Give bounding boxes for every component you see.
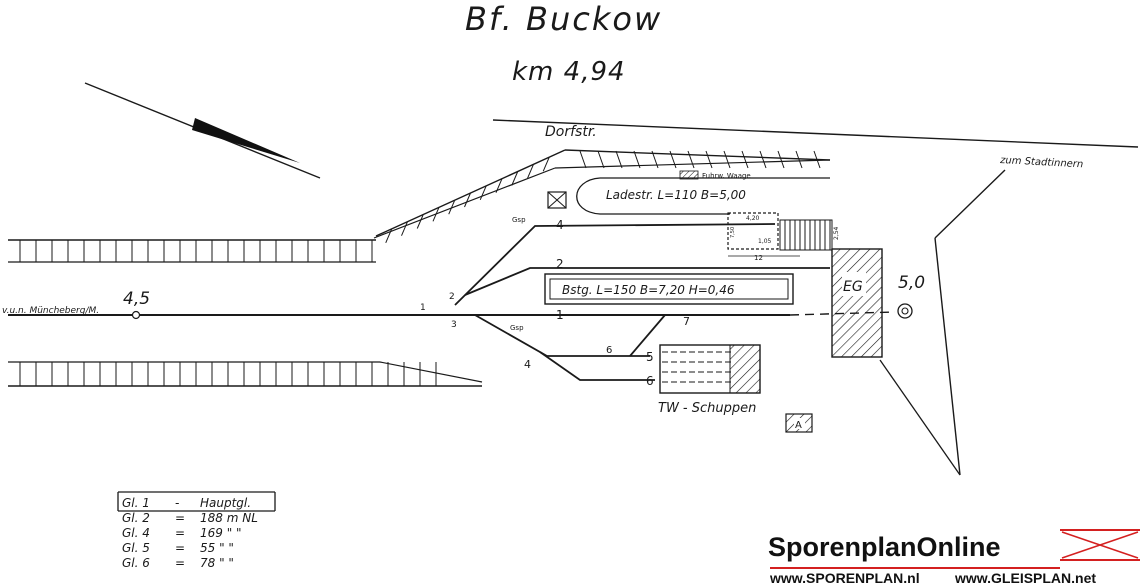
table-cell-value: 188 m NL	[200, 511, 258, 525]
gsp-label-lower: Gsp	[510, 324, 524, 332]
table-cell-sep: =	[175, 541, 185, 555]
track-number-2: 2	[556, 257, 564, 271]
direction-label: v.u.n. Müncheberg/M.	[2, 306, 99, 316]
dorfstr-road: Dorfstr.	[373, 119, 1139, 244]
track-number-5: 5	[646, 350, 654, 364]
table-cell-gleis: Gl. 2	[122, 511, 150, 525]
north-arrow-icon	[84, 82, 321, 179]
km-label: km 4,94	[512, 57, 626, 87]
table-cell-value: Hauptgl.	[200, 496, 251, 510]
ramp-bottom-label: 12	[754, 254, 763, 262]
tw-schuppen: TW - Schuppen	[658, 344, 761, 416]
km-post-left: 4,5	[123, 289, 150, 320]
sporenplan-watermark: SporenplanOnline www.SPORENPLAN.nl www.G…	[768, 529, 1140, 586]
switch-number-1: 1	[420, 303, 426, 313]
stadtinnern-label: zum Stadtinnern	[999, 155, 1084, 170]
fuhrwerkswaage-label: Fuhrw. Waage	[702, 172, 751, 180]
tw-schuppen-label: TW - Schuppen	[658, 401, 756, 416]
track-length-table: Gl. 1 - Hauptgl. Gl. 2 = 188 m NL Gl. 4 = 169 " …	[117, 491, 276, 570]
ramp-top-label: 4,20	[746, 215, 760, 222]
eg-label: EG	[843, 279, 863, 295]
switch-number-2: 2	[449, 292, 455, 302]
km-post-left-label: 4,5	[123, 289, 150, 309]
table-cell-sep: =	[175, 556, 185, 570]
table-cell-gleis: Gl. 5	[122, 541, 150, 555]
fuhrwerkswaage-symbol	[679, 170, 699, 180]
table-cell-sep: -	[175, 496, 179, 510]
building-a-label: A	[795, 420, 802, 431]
loading-ramp: 4,20 1,05 7,50 12 2,54	[727, 212, 840, 262]
platform-label: Bstg. L=150 B=7,20 H=0,46	[562, 283, 735, 297]
track-6	[539, 351, 655, 381]
table-cell-sep: =	[175, 526, 185, 540]
track-number-4-upper: 4	[556, 218, 564, 232]
table-cell-value: 78 " "	[200, 556, 234, 570]
watermark-url-2: www.GLEISPLAN.net	[954, 570, 1096, 586]
embankment-lower-left	[8, 361, 483, 387]
gsp-label-upper: Gsp	[512, 216, 526, 224]
table-cell-value: 169 " "	[200, 526, 242, 540]
track-2	[464, 267, 830, 296]
eg-building: EG	[831, 248, 883, 358]
ladestrasse-label: Ladestr. L=110 B=5,00	[606, 188, 746, 202]
dorfstr-label: Dorfstr.	[545, 124, 597, 140]
embankment-upper-left	[8, 239, 376, 263]
track-number-6: 6	[646, 374, 654, 388]
watermark-logo-icon	[770, 529, 1140, 569]
table-cell-value: 55 " "	[200, 541, 234, 555]
building-a: A	[785, 413, 813, 433]
watermark-url-1: www.SPORENPLAN.nl	[769, 570, 920, 586]
track-4-upper	[454, 223, 776, 306]
watermark-brand: SporenplanOnline	[768, 532, 1001, 562]
table-cell-gleis: Gl. 4	[122, 526, 150, 540]
table-cell-sep: =	[175, 511, 185, 525]
ramp-side-right-label: 2,54	[833, 226, 840, 240]
track-7	[629, 314, 666, 357]
track-number-7: 7	[683, 315, 690, 328]
ladestrasse: Fuhrw. Waage Ladestr. L=110 B=5,00	[547, 170, 830, 215]
ramp-side-left-label: 7,50	[730, 227, 736, 238]
track-number-1: 1	[556, 308, 564, 322]
km-post-right: 5,0	[897, 273, 925, 319]
km-post-right-label: 5,0	[898, 273, 925, 293]
platform: Bstg. L=150 B=7,20 H=0,46	[544, 273, 794, 305]
station-title: Bf. Buckow	[465, 0, 662, 38]
ramp-mid-label: 1,05	[758, 238, 772, 245]
switch-number-6: 6	[606, 345, 612, 356]
table-cell-gleis: Gl. 6	[122, 556, 150, 570]
track-number-4-lower: 4	[524, 358, 531, 371]
switch-number-3: 3	[451, 320, 457, 330]
crossed-box-icon	[547, 191, 567, 209]
street-stadtinnern: zum Stadtinnern	[879, 155, 1084, 476]
table-cell-gleis: Gl. 1	[122, 496, 150, 510]
